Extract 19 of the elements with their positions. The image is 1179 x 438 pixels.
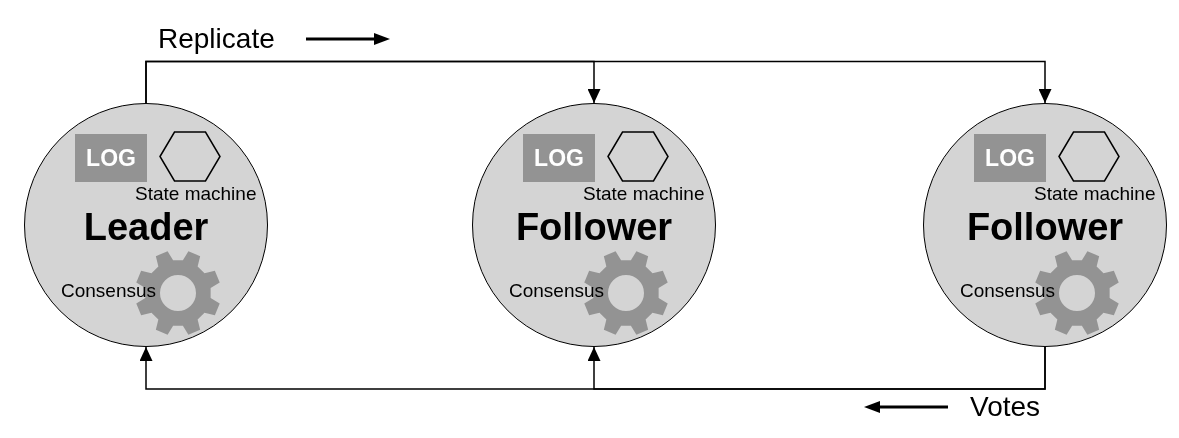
flow-label: Votes: [970, 391, 1041, 423]
hexagon: [1058, 131, 1120, 182]
hexagon: [159, 131, 221, 182]
connector-arrow: [145, 60, 1052, 104]
shape-caption: State machine: [583, 183, 705, 205]
role-title: Follower: [515, 207, 673, 247]
shape-caption: State machine: [1034, 183, 1156, 205]
role-title: Leader: [83, 207, 209, 247]
flow-label: Replicate: [158, 23, 275, 55]
connector-arrow: [139, 346, 1046, 390]
log-block: LOG: [523, 134, 595, 182]
component-label: Consensus: [61, 280, 157, 302]
shape-caption: State machine: [135, 183, 257, 205]
log-block: LOG: [974, 134, 1046, 182]
hexagon: [607, 131, 669, 182]
role-title: Follower: [966, 207, 1124, 247]
log-block: LOG: [75, 134, 147, 182]
component-label: Consensus: [509, 280, 605, 302]
component-label: Consensus: [960, 280, 1056, 302]
